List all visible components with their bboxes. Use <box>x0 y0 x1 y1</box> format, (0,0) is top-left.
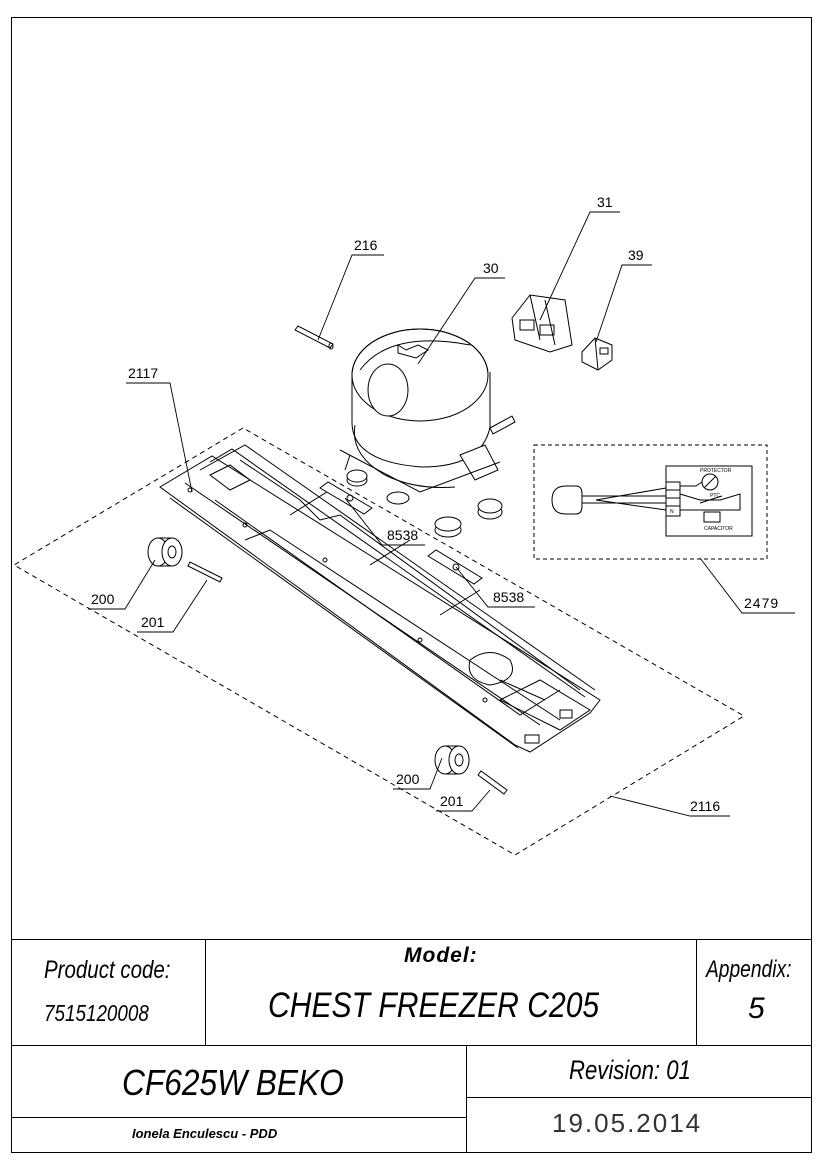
appendix-value: 5 <box>748 992 765 1025</box>
model-value: CHEST FREEZER C205 <box>268 986 600 1025</box>
callout-201-a: 201 <box>141 614 165 630</box>
revision-date: 19.05.2014 <box>552 1108 703 1138</box>
callout-39: 39 <box>628 247 644 263</box>
bracket-8538-b <box>427 549 483 585</box>
axle-201-b <box>477 770 508 795</box>
axle-201-a <box>187 561 223 583</box>
callout-8538-b: 8538 <box>493 589 524 605</box>
compressor-30 <box>339 328 516 538</box>
product-code-value: 7515120008 <box>44 1000 149 1026</box>
wheel-200-a <box>147 537 183 567</box>
wiring-label-n: N <box>670 509 674 515</box>
callout-2117: 2117 <box>128 365 158 381</box>
relay-31 <box>511 294 573 353</box>
title-block-row-line-3 <box>11 1117 466 1118</box>
title-block-row-line <box>11 1045 812 1046</box>
revision: Revision: 01 <box>569 1055 691 1085</box>
assembly-boundary-2116 <box>13 427 745 856</box>
wheel-200-b <box>434 745 470 775</box>
wiring-label-ptc: PTC <box>710 493 720 499</box>
title-block-divider-3 <box>466 1045 467 1153</box>
drawing-frame <box>11 17 812 1153</box>
callout-30: 30 <box>483 260 499 276</box>
title-block-divider-1 <box>205 939 206 1045</box>
wiring-detail-2479 <box>533 444 768 560</box>
callout-200-a: 200 <box>91 591 115 607</box>
title-block <box>11 939 812 1153</box>
bracket-8538-a <box>319 481 373 515</box>
leader-lines <box>88 211 795 817</box>
variant-name: CF625W BEKO <box>122 1062 344 1103</box>
callout-31: 31 <box>597 194 613 210</box>
callout-201-b: 201 <box>440 793 464 809</box>
callout-8538-a: 8538 <box>387 527 418 543</box>
wiring-label-protector: PROTECTOR <box>700 468 732 474</box>
pin-216 <box>294 325 334 350</box>
callout-2479: 2479 <box>744 595 779 611</box>
protector-39 <box>581 337 613 371</box>
appendix-label: Appendix: <box>706 956 792 983</box>
product-code-label: Product code: <box>44 956 171 984</box>
title-block-row-line-2 <box>466 1097 812 1098</box>
model-label: Model: <box>404 944 478 967</box>
wiring-label-capacitor: CAPACITOR <box>704 526 733 532</box>
base-frame-2117 <box>159 444 601 753</box>
callout-200-b: 200 <box>396 771 420 787</box>
callout-216: 216 <box>354 237 378 253</box>
title-block-divider-2 <box>696 939 697 1045</box>
callout-2116: 2116 <box>690 798 720 814</box>
author: Ionela Enculescu - PDD <box>132 1126 278 1141</box>
